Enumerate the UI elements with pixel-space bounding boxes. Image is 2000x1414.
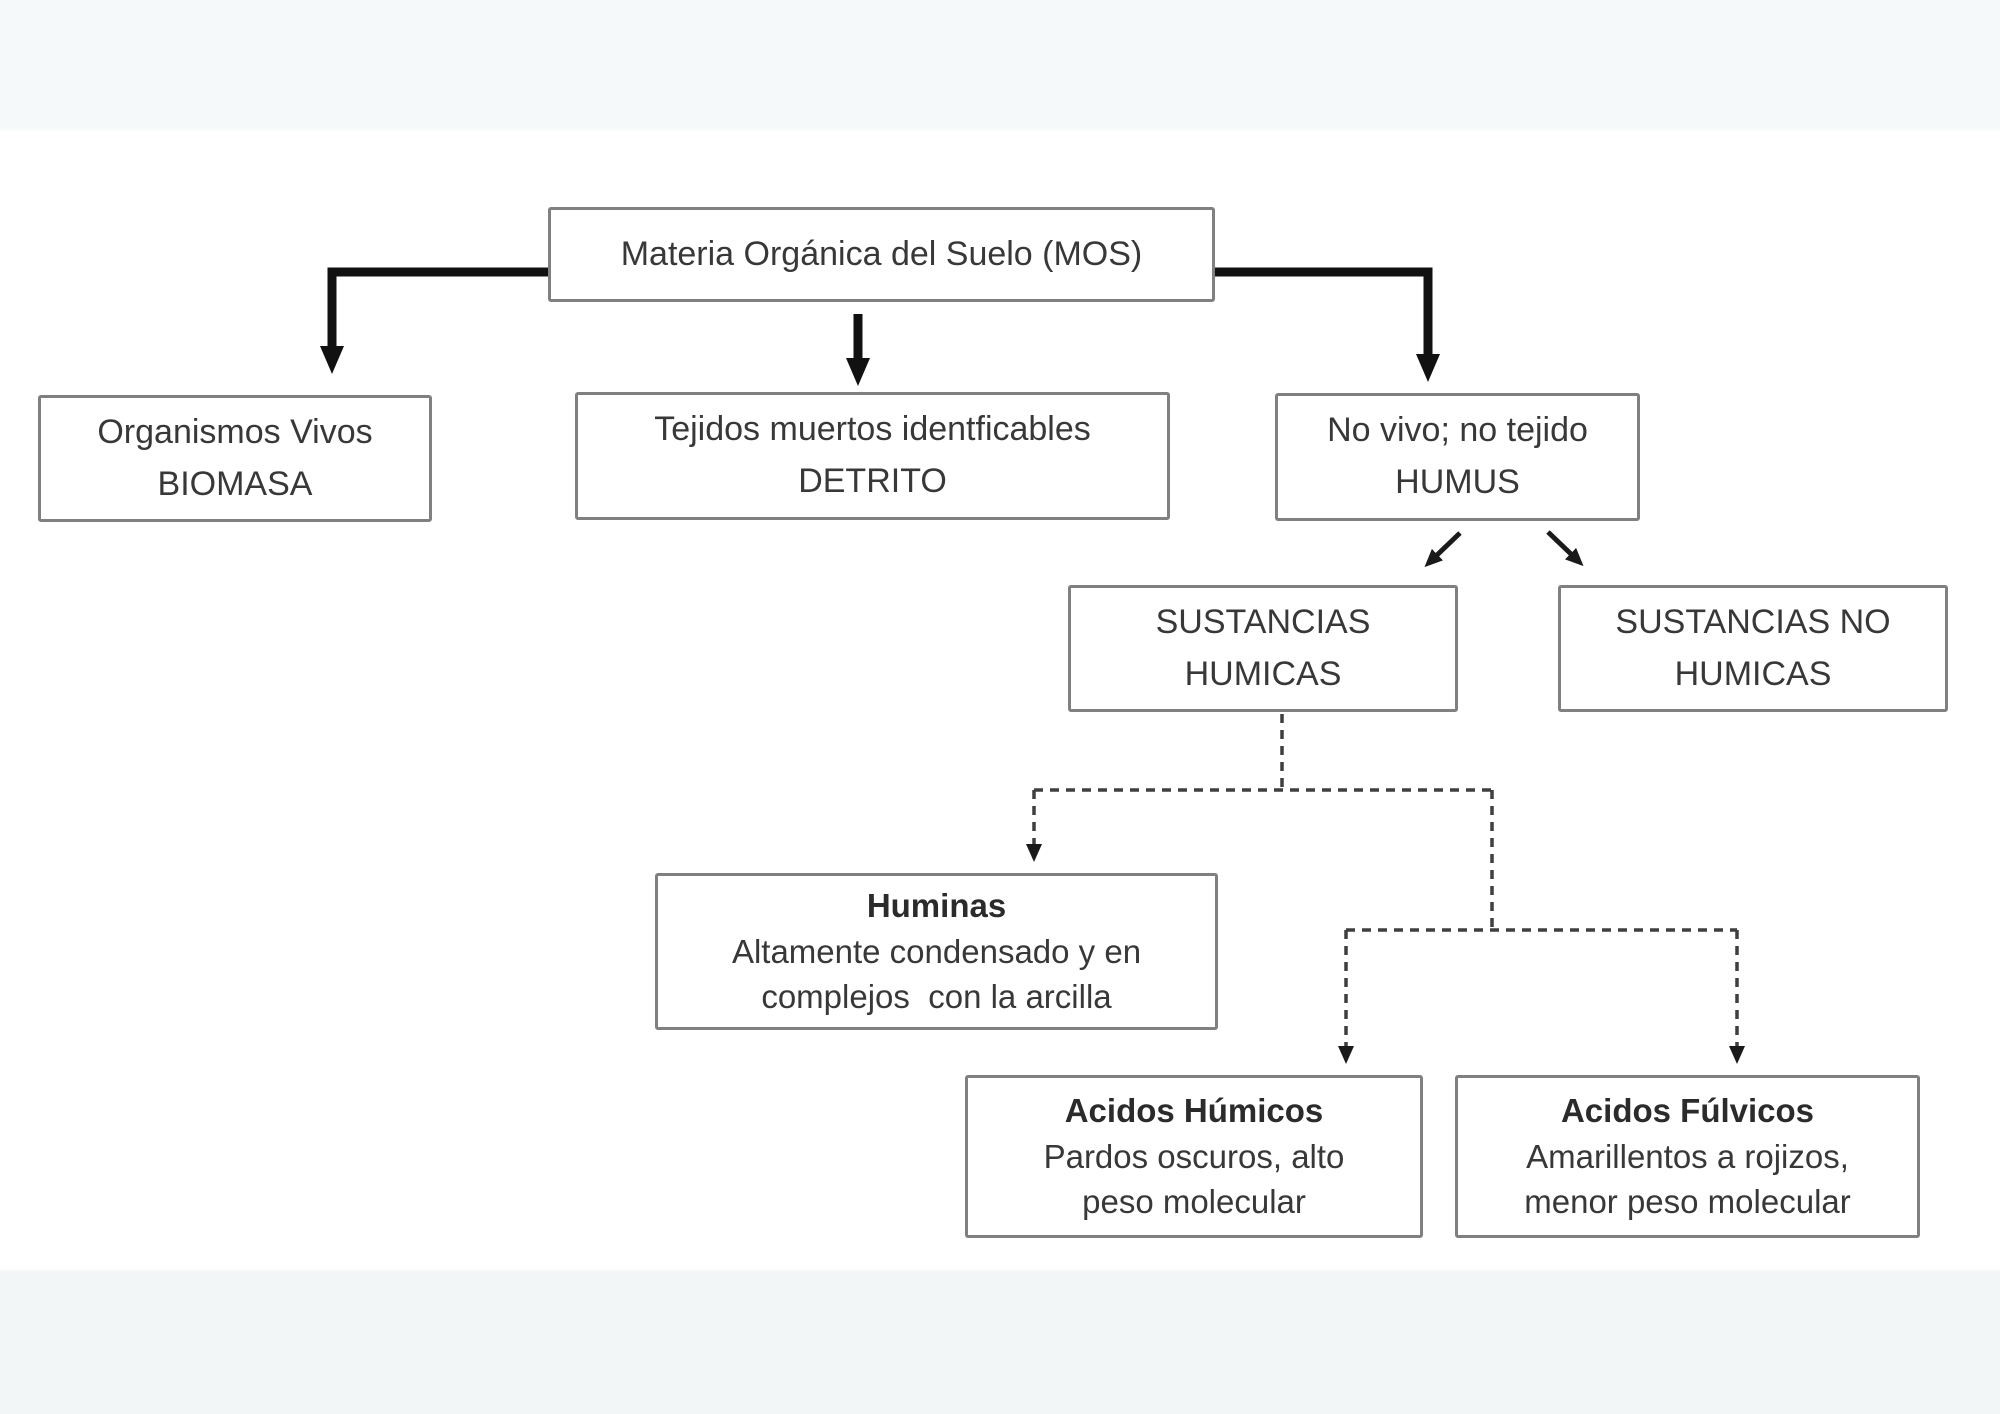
node-biomasa-line2: BIOMASA <box>157 464 313 503</box>
node-sustancias-no-humicas-line1: SUSTANCIAS NO <box>1615 602 1891 641</box>
node-huminas-line1: Altamente condensado y en <box>731 932 1142 970</box>
node-huminas-line2: complejos con la arcilla <box>761 978 1112 1016</box>
node-acidos-fulvicos-title: Acidos Fúlvicos <box>1560 1092 1815 1130</box>
node-materia-organica: Materia Orgánica del Suelo (MOS) <box>548 207 1215 302</box>
edge-humus-sustancias-humicas <box>1424 531 1462 568</box>
node-acidos-humicos-line2: peso molecular <box>1082 1183 1306 1221</box>
node-sustancias-humicas-line1: SUSTANCIAS <box>1155 602 1371 641</box>
node-detrito: Tejidos muertos identficables DETRITO <box>575 392 1170 520</box>
node-humus-line1: No vivo; no tejido <box>1327 411 1588 450</box>
node-acidos-fulvicos-line1: Amarillentos a rojizos, <box>1526 1137 1849 1175</box>
node-detrito-line1: Tejidos muertos identficables <box>654 410 1091 449</box>
node-acidos-humicos-title: Acidos Húmicos <box>1064 1092 1324 1130</box>
node-huminas-title: Huminas <box>866 887 1007 925</box>
node-detrito-line2: DETRITO <box>798 462 947 500</box>
node-sustancias-no-humicas-line2: HUMICAS <box>1674 654 1832 693</box>
node-acidos-humicos: Acidos Húmicos Pardos oscuros, alto peso… <box>965 1075 1423 1238</box>
node-sustancias-humicas: SUSTANCIAS HUMICAS <box>1068 585 1458 712</box>
node-humus: No vivo; no tejido HUMUS <box>1275 393 1640 521</box>
node-humus-line2: HUMUS <box>1395 463 1520 501</box>
node-acidos-fulvicos: Acidos Fúlvicos Amarillentos a rojizos, … <box>1455 1075 1920 1238</box>
edge-sustancias-humicas-stem <box>1034 714 1492 792</box>
node-acidos-humicos-line1: Pardos oscuros, alto <box>1043 1137 1345 1175</box>
node-biomasa: Organismos Vivos BIOMASA <box>38 395 432 522</box>
node-sustancias-no-humicas: SUSTANCIAS NO HUMICAS <box>1558 585 1948 712</box>
node-biomasa-line1: Organismos Vivos <box>97 412 373 451</box>
node-acidos-fulvicos-line2: menor peso molecular <box>1524 1183 1851 1221</box>
edge-mos-humus <box>1215 267 1440 382</box>
node-materia-organica-label: Materia Orgánica del Suelo (MOS) <box>620 234 1143 273</box>
edge-humus-sustancias-no-humicas <box>1546 530 1584 567</box>
edge-mos-biomasa <box>320 267 548 374</box>
edge-dashed-right-stem <box>1346 790 1737 932</box>
node-sustancias-humicas-line2: HUMICAS <box>1184 654 1342 693</box>
node-huminas: Huminas Altamente condensado y en comple… <box>655 873 1218 1030</box>
